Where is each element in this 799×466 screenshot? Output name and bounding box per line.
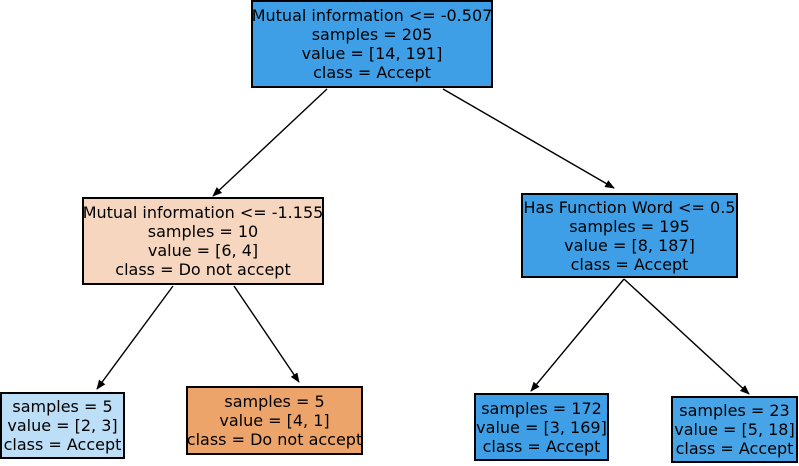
node-value: value = [6, 4] — [147, 241, 259, 260]
edge-left-to-leaf-1 — [96, 285, 174, 390]
node-value: value = [5, 18] — [674, 420, 795, 439]
node-split-rule: Mutual information <= -1.155 — [82, 203, 324, 222]
node-value: value = [14, 191] — [301, 44, 443, 63]
node-samples: samples = 5 — [224, 392, 325, 411]
node-class: class = Do not accept — [115, 260, 291, 279]
edge-right-to-leaf-3 — [530, 278, 625, 392]
node-samples: samples = 23 — [679, 401, 790, 420]
node-value: value = [2, 3] — [7, 416, 118, 435]
node-value: value = [4, 1] — [219, 411, 330, 430]
tree-leaf-right-right: samples = 23 value = [5, 18] class = Acc… — [671, 396, 798, 463]
node-class: class = Accept — [3, 435, 122, 454]
tree-leaf-left-right: samples = 5 value = [4, 1] class = Do no… — [186, 386, 363, 455]
tree-node-right: Has Function Word <= 0.5 samples = 195 v… — [521, 193, 738, 278]
node-class: class = Do not accept — [186, 430, 363, 449]
node-samples: samples = 172 — [481, 398, 602, 418]
tree-leaf-right-left: samples = 172 value = [3, 169] class = A… — [474, 393, 609, 461]
node-split-rule: Mutual information <= -0.507 — [251, 6, 493, 25]
node-samples: samples = 5 — [12, 397, 113, 416]
node-class: class = Accept — [675, 439, 794, 458]
node-class: class = Accept — [482, 436, 601, 456]
node-samples: samples = 205 — [311, 25, 433, 44]
node-value: value = [8, 187] — [564, 235, 695, 255]
node-class: class = Accept — [570, 254, 689, 274]
edge-right-to-leaf-4 — [623, 278, 750, 395]
tree-leaf-left-left: samples = 5 value = [2, 3] class = Accep… — [0, 392, 125, 459]
node-class: class = Accept — [313, 63, 431, 82]
node-samples: samples = 195 — [569, 216, 690, 236]
edge-left-to-leaf-2 — [233, 285, 300, 383]
edge-root-to-right — [442, 88, 615, 189]
tree-node-root: Mutual information <= -0.507 samples = 2… — [251, 0, 493, 88]
edge-root-to-left — [212, 88, 328, 197]
node-samples: samples = 10 — [147, 222, 259, 241]
node-value: value = [3, 169] — [476, 417, 607, 437]
node-split-rule: Has Function Word <= 0.5 — [523, 197, 736, 217]
tree-node-left: Mutual information <= -1.155 samples = 1… — [82, 197, 324, 285]
